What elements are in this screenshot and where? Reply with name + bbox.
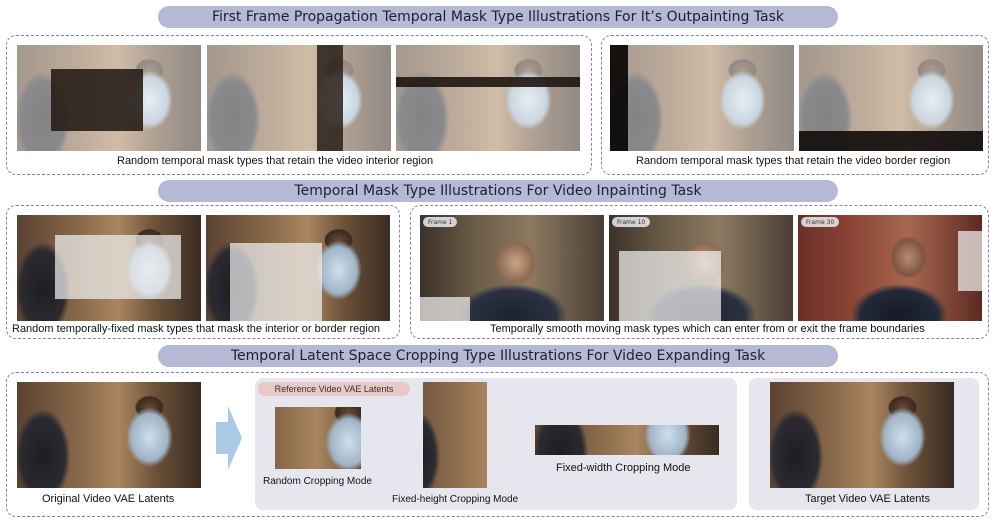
outpaint-interior-frame-3 xyxy=(396,45,580,151)
reference-latents-label: Reference Video VAE Latents xyxy=(258,382,410,396)
original-latent-frame xyxy=(17,382,201,488)
retained-region xyxy=(396,77,580,87)
frame-tag: Frame 30 xyxy=(801,217,840,227)
inpaint-fixed-frame-2 xyxy=(206,215,390,321)
inpaint-mask xyxy=(958,231,982,291)
frame-tag: Frame 1 xyxy=(423,217,458,227)
fixed-height-crop-caption: Fixed-height Cropping Mode xyxy=(392,494,519,505)
fixed-height-crop-frame xyxy=(423,382,487,488)
random-crop-caption: Random Cropping Mode xyxy=(263,476,372,487)
inpainting-section-title: Temporal Mask Type Illustrations For Vid… xyxy=(158,180,838,202)
inpaint-mask xyxy=(230,243,322,321)
outpaint-interior-frame-2 xyxy=(207,45,391,151)
retained-border xyxy=(610,45,628,151)
inpaint-mask xyxy=(619,251,721,321)
right-arrow-icon xyxy=(216,406,242,470)
inpaint-mask xyxy=(420,297,470,321)
inpaint-fixed-caption: Random temporally-fixed mask types that … xyxy=(12,323,381,335)
random-crop-frame xyxy=(275,407,361,469)
inpaint-moving-frame-2: Frame 10 xyxy=(609,215,793,321)
target-latent-frame xyxy=(770,382,954,488)
inpaint-moving-frame-1: Frame 1 xyxy=(420,215,604,321)
inpaint-fixed-frame-1 xyxy=(17,215,201,321)
fixed-width-crop-caption: Fixed-width Cropping Mode xyxy=(556,462,691,474)
outpaint-border-frame-2 xyxy=(799,45,983,151)
inpainting-fixed-panel xyxy=(6,205,400,339)
outpainting-interior-panel xyxy=(6,35,592,175)
fixed-width-crop-frame xyxy=(535,425,719,455)
outpaint-interior-caption: Random temporal mask types that retain t… xyxy=(117,155,434,167)
expanding-section-title: Temporal Latent Space Cropping Type Illu… xyxy=(158,345,838,367)
inpaint-moving-frame-3: Frame 30 xyxy=(798,215,982,321)
outpaint-interior-frame-1 xyxy=(17,45,201,151)
frame-tag: Frame 10 xyxy=(612,217,651,227)
expanding-panel xyxy=(6,372,989,517)
inpainting-moving-panel xyxy=(410,205,989,339)
outpainting-border-panel xyxy=(601,35,989,175)
inpaint-mask xyxy=(55,235,181,299)
retained-region xyxy=(51,69,143,131)
retained-region xyxy=(317,45,343,151)
target-latent-caption: Target Video VAE Latents xyxy=(805,493,930,505)
outpaint-border-frame-1 xyxy=(610,45,794,151)
outpainting-section-title: First Frame Propagation Temporal Mask Ty… xyxy=(158,6,838,28)
retained-border xyxy=(799,131,983,151)
original-latent-caption: Original Video VAE Latents xyxy=(42,493,175,505)
inpaint-moving-caption: Temporally smooth moving mask types whic… xyxy=(490,323,925,335)
outpaint-border-caption: Random temporal mask types that retain t… xyxy=(636,155,951,167)
